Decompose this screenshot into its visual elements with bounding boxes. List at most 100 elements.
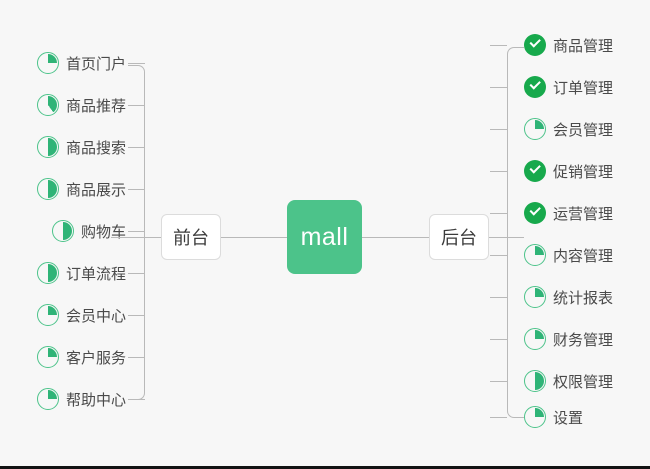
mindmap-leaf-right-1[interactable]: 订单管理: [524, 74, 613, 100]
leaf-label: 购物车: [80, 223, 126, 241]
branch-node-front-label: 前台: [173, 228, 209, 248]
mindmap-leaf-right-8[interactable]: 权限管理: [524, 368, 613, 394]
pie-progress-icon: [524, 328, 546, 350]
leaf-label: 权限管理: [553, 373, 614, 391]
leaf-label: 帮助中心: [65, 391, 126, 409]
trunk-segment-2: [362, 237, 429, 238]
check-glyph: [529, 35, 540, 47]
connector-stub: [490, 129, 507, 130]
mindmap-leaf-left-0[interactable]: 首页门户: [36, 50, 126, 76]
leaf-label: 财务管理: [553, 331, 614, 349]
leaf-label: 会员管理: [553, 121, 614, 139]
connector-stub: [128, 147, 145, 148]
trunk-segment-3: [489, 237, 524, 238]
check-glyph: [529, 203, 540, 215]
pie-progress-icon: [36, 94, 59, 116]
back-branch-bracket: [507, 47, 524, 418]
leaf-label: 商品展示: [65, 181, 126, 199]
connector-stub: [128, 273, 145, 274]
connector-stub: [128, 63, 145, 64]
leaf-label: 商品管理: [553, 37, 614, 55]
branch-node-back[interactable]: 后台: [429, 214, 489, 260]
check-circle-icon: [524, 202, 546, 224]
pie-progress-icon: [524, 118, 546, 140]
connector-stub: [128, 399, 145, 400]
pie-progress-icon: [36, 136, 59, 158]
mindmap-leaf-right-2[interactable]: 会员管理: [524, 116, 613, 142]
pie-progress-icon: [36, 52, 59, 74]
mindmap-leaf-right-3[interactable]: 促销管理: [524, 158, 613, 184]
pie-progress-icon: [524, 244, 546, 266]
mindmap-leaf-left-3[interactable]: 商品展示: [36, 176, 126, 202]
connector-stub: [490, 213, 507, 214]
progress-wedge: [526, 288, 544, 306]
mindmap-leaf-right-9[interactable]: 设置: [524, 404, 583, 430]
progress-wedge: [38, 264, 57, 282]
progress-wedge: [38, 390, 57, 408]
connector-stub: [490, 339, 507, 340]
leaf-label: 统计报表: [553, 289, 614, 307]
leaf-label: 运营管理: [553, 205, 614, 223]
progress-wedge: [526, 246, 544, 264]
mindmap-leaf-left-2[interactable]: 商品搜索: [36, 134, 126, 160]
check-circle-icon: [524, 76, 546, 98]
check-glyph: [529, 161, 540, 173]
connector-stub: [490, 297, 507, 298]
pie-progress-icon: [51, 220, 74, 242]
check-circle-icon: [524, 34, 546, 56]
leaf-label: 会员中心: [65, 307, 126, 325]
leaf-label: 内容管理: [553, 247, 614, 265]
connector-stub: [490, 255, 507, 256]
mindmap-leaf-left-5[interactable]: 订单流程: [36, 260, 126, 286]
connector-stub: [490, 381, 507, 382]
leaf-label: 设置: [553, 409, 584, 427]
leaf-label: 促销管理: [553, 163, 614, 181]
mindmap-leaf-right-5[interactable]: 内容管理: [524, 242, 613, 268]
mindmap-leaf-left-4[interactable]: 购物车: [51, 218, 126, 244]
progress-wedge: [526, 372, 544, 390]
connector-stub: [490, 417, 507, 418]
connector-stub: [128, 315, 145, 316]
mindmap-leaf-right-4[interactable]: 运营管理: [524, 200, 613, 226]
progress-wedge: [526, 330, 544, 348]
connector-stub: [128, 105, 145, 106]
connector-stub: [490, 87, 507, 88]
connector-stub: [128, 231, 145, 232]
branch-node-front[interactable]: 前台: [161, 214, 221, 260]
root-node-label: mall: [300, 222, 349, 251]
trunk-segment-1: [221, 237, 287, 238]
pie-progress-icon: [524, 406, 546, 428]
progress-wedge: [38, 54, 57, 72]
connector-stub: [490, 45, 507, 46]
progress-wedge: [38, 96, 57, 114]
progress-wedge: [38, 306, 57, 324]
pie-progress-icon: [36, 346, 59, 368]
trunk-segment-0: [111, 237, 161, 238]
mindmap-leaf-left-8[interactable]: 帮助中心: [36, 386, 126, 412]
mindmap-leaf-right-0[interactable]: 商品管理: [524, 32, 613, 58]
mindmap-leaf-left-7[interactable]: 客户服务: [36, 344, 126, 370]
progress-wedge: [53, 222, 72, 240]
check-circle-icon: [524, 160, 546, 182]
progress-wedge: [526, 408, 544, 426]
mindmap-leaf-left-1[interactable]: 商品推荐: [36, 92, 126, 118]
pie-progress-icon: [36, 388, 59, 410]
front-branch-bracket: [128, 65, 145, 400]
branch-node-back-label: 后台: [441, 228, 477, 248]
mindmap-leaf-left-6[interactable]: 会员中心: [36, 302, 126, 328]
leaf-label: 首页门户: [65, 55, 126, 73]
leaf-label: 商品推荐: [65, 97, 126, 115]
connector-stub: [128, 189, 145, 190]
leaf-label: 客户服务: [65, 349, 126, 367]
check-glyph: [529, 77, 540, 89]
connector-stub: [490, 171, 507, 172]
progress-wedge: [38, 138, 57, 156]
root-node-mall[interactable]: mall: [287, 200, 362, 274]
mindmap-leaf-right-6[interactable]: 统计报表: [524, 284, 613, 310]
pie-progress-icon: [524, 370, 546, 392]
mindmap-leaf-right-7[interactable]: 财务管理: [524, 326, 613, 352]
pie-progress-icon: [524, 286, 546, 308]
leaf-label: 订单流程: [65, 265, 126, 283]
connector-stub: [128, 357, 145, 358]
